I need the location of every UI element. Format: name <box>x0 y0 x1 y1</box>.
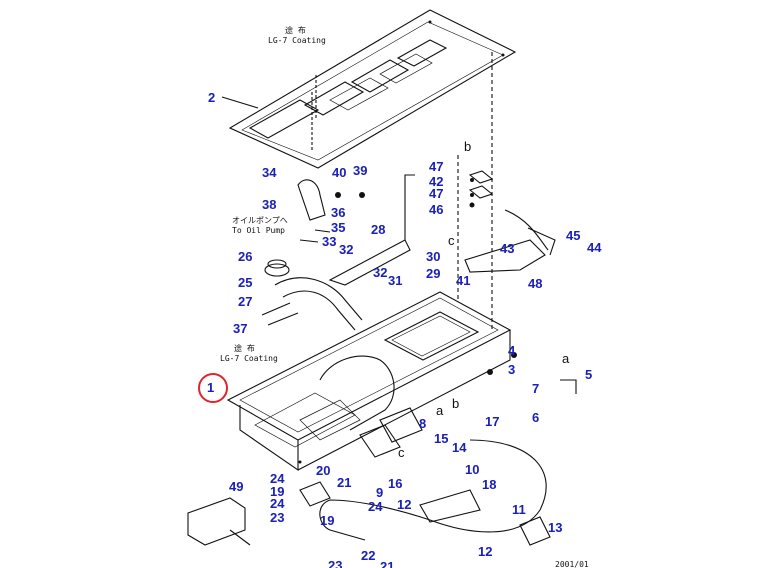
callout-42: 42 <box>429 174 444 189</box>
callout-12b: 12 <box>478 544 493 559</box>
callout-32: 32 <box>339 242 354 257</box>
callout-19a: 19 <box>270 484 285 499</box>
letter-b-top: b <box>464 139 472 154</box>
callout-2: 2 <box>208 90 216 105</box>
callout-24c: 24 <box>368 499 383 514</box>
callout-24b: 24 <box>270 496 285 511</box>
callout-3: 3 <box>508 362 516 377</box>
letter-a-pan: a <box>436 403 444 418</box>
coating-note-mid-jp: 途 布 <box>234 344 255 353</box>
coating-note-top-jp: 途 布 <box>285 26 306 35</box>
callout-37: 37 <box>233 321 248 336</box>
callout-36: 36 <box>331 205 346 220</box>
letter-b-pan: b <box>452 396 460 411</box>
to-oil-pump-note: To Oil Pump <box>232 226 285 235</box>
coating-note-mid: LG-7 Coating <box>220 354 278 363</box>
callout-10: 10 <box>465 462 480 477</box>
callout-15: 15 <box>434 431 449 446</box>
callout-46: 46 <box>429 202 444 217</box>
callout-24a: 24 <box>270 471 285 486</box>
callout-6: 6 <box>532 410 540 425</box>
callout-22: 22 <box>361 548 376 563</box>
callout-49: 49 <box>229 479 244 494</box>
coating-note-top: LG-7 Coating <box>268 36 326 45</box>
callout-14: 14 <box>452 440 467 455</box>
callout-30: 30 <box>426 249 441 264</box>
letter-c-pan: c <box>398 445 405 460</box>
callout-26: 26 <box>238 249 253 264</box>
callout-9: 9 <box>376 485 384 500</box>
callout-28: 28 <box>371 222 386 237</box>
callout-27: 27 <box>238 294 253 309</box>
letter-c-gauge: c <box>448 233 455 248</box>
callout-21a: 21 <box>337 475 352 490</box>
callout-20: 20 <box>316 463 331 478</box>
callout-12a: 12 <box>397 497 412 512</box>
callout-25: 25 <box>238 275 253 290</box>
callout-23b: 23 <box>328 558 343 568</box>
callout-39: 39 <box>353 163 368 178</box>
callout-7: 7 <box>532 381 540 396</box>
callout-17: 17 <box>485 414 500 429</box>
callout-11: 11 <box>512 502 526 517</box>
callout-45: 45 <box>566 228 581 243</box>
callout-47b: 47 <box>429 186 444 201</box>
highlight-circle <box>198 373 228 403</box>
callout-33: 33 <box>322 234 337 249</box>
callout-38: 38 <box>262 197 277 212</box>
callout-18: 18 <box>482 477 497 492</box>
callout-16: 16 <box>388 476 403 491</box>
callout-40: 40 <box>332 165 347 180</box>
letter-a-right: a <box>562 351 570 366</box>
callout-23a: 23 <box>270 510 285 525</box>
callout-8: 8 <box>419 416 427 431</box>
callout-43: 43 <box>500 241 515 256</box>
callout-44: 44 <box>587 240 602 255</box>
callout-19b: 19 <box>320 513 335 528</box>
callout-32b: 32 <box>373 265 388 280</box>
callout-5: 5 <box>585 367 593 382</box>
callout-29: 29 <box>426 266 441 281</box>
callout-1: 1 <box>207 380 215 395</box>
callout-41: 41 <box>456 273 471 288</box>
callout-31: 31 <box>388 273 403 288</box>
callout-21b: 21 <box>380 559 395 568</box>
callout-4: 4 <box>508 343 516 358</box>
callout-35: 35 <box>331 220 346 235</box>
to-oil-pump-note-jp: オイルポンプへ <box>232 216 288 225</box>
callout-34: 34 <box>262 165 277 180</box>
doc-code: 2001/01 <box>555 560 589 568</box>
callout-47a: 47 <box>429 159 444 174</box>
callout-13: 13 <box>548 520 563 535</box>
callout-48: 48 <box>528 276 543 291</box>
